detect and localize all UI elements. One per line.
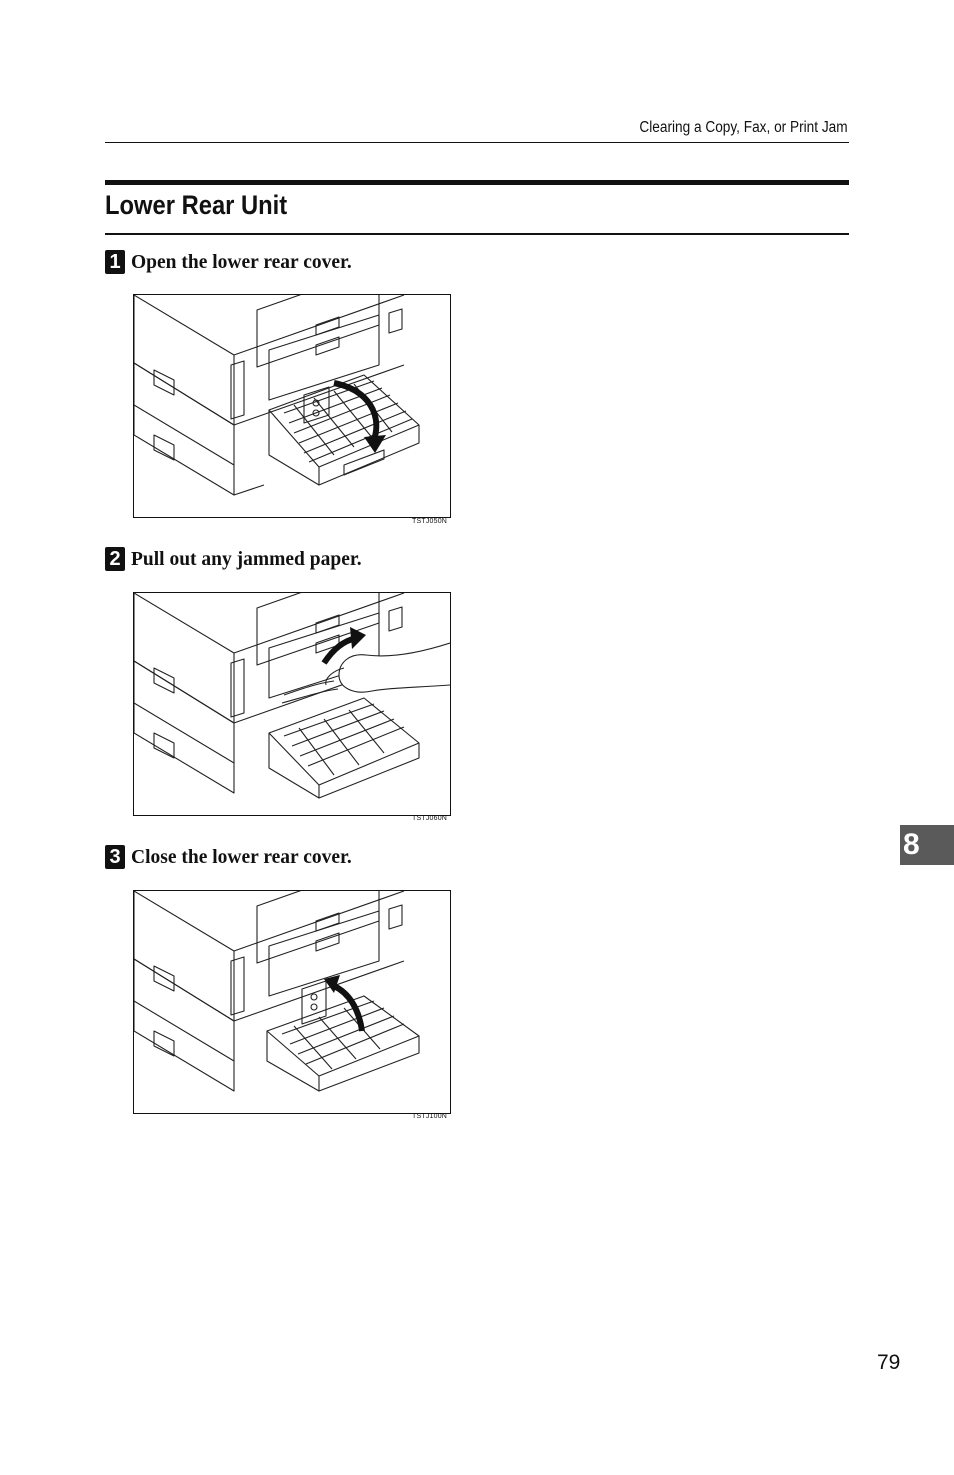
- step-number-3: 3: [105, 845, 125, 869]
- figure-open-cover: [133, 294, 451, 518]
- step-text-2: Pull out any jammed paper.: [131, 549, 362, 570]
- header-rule: [105, 142, 849, 143]
- running-header: Clearing a Copy, Fax, or Print Jam: [639, 119, 848, 136]
- printer-illustration-close: [134, 891, 420, 1092]
- printer-illustration-open: [134, 295, 420, 496]
- title-rule-top: [105, 180, 849, 185]
- step-text-3: Close the lower rear cover.: [131, 847, 352, 868]
- figure-code-1: TSTJ050N: [412, 518, 448, 525]
- page-number: 79: [877, 1351, 901, 1374]
- chapter-tab: 8: [900, 825, 954, 865]
- figure-pull-paper: [133, 592, 451, 816]
- printer-illustration-pull-paper: [134, 593, 450, 799]
- figure-code-3: TSTJ100N: [412, 1113, 448, 1120]
- section-title: Lower Rear Unit: [105, 190, 288, 220]
- step-text-1: Open the lower rear cover.: [131, 252, 352, 273]
- figure-close-cover: [133, 890, 451, 1114]
- figure-code-2: TSTJ060N: [412, 815, 448, 822]
- step-number-1: 1: [105, 250, 125, 274]
- title-rule-bottom: [105, 233, 849, 235]
- step-number-2: 2: [105, 547, 125, 571]
